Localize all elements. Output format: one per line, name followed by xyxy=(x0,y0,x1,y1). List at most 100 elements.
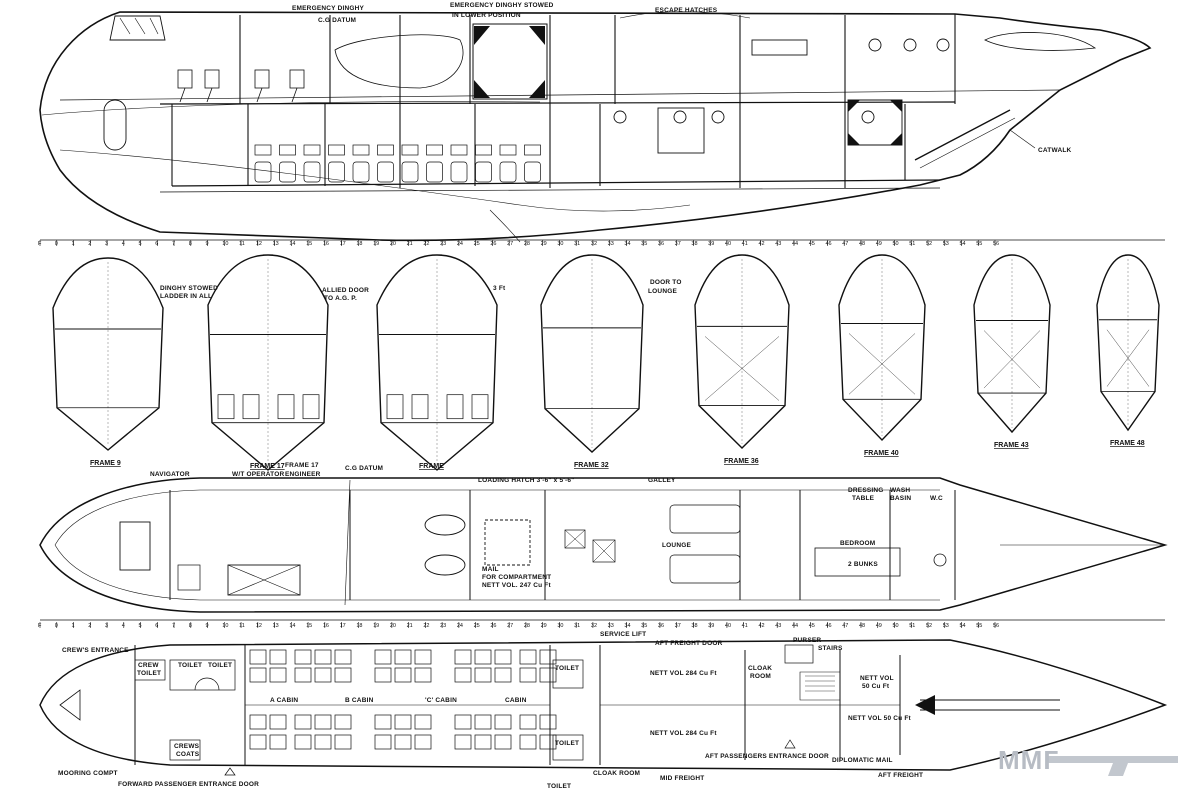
ruler-tick-label: 4 xyxy=(122,623,125,629)
passenger-seat xyxy=(334,714,352,730)
ruler-tick-label: 12 xyxy=(256,623,262,629)
frame-section-outline xyxy=(540,254,644,453)
label-aft-freight: AFT FREIGHT xyxy=(878,772,923,779)
passenger-seat xyxy=(394,714,412,730)
ruler-tick-label: 14 xyxy=(289,623,295,629)
ruler-tick-label: 42 xyxy=(758,623,764,629)
frame-section-outline xyxy=(52,257,164,451)
ruler-tick-label: 50 xyxy=(892,241,898,247)
passenger-seat xyxy=(539,714,557,730)
frame-caption: FRAME 32 xyxy=(574,462,609,469)
ruler-tick-label: 18 xyxy=(356,623,362,629)
frame-caption: FRAME xyxy=(419,463,444,470)
passenger-seat xyxy=(314,667,332,683)
ruler-tick-label: 29 xyxy=(541,623,547,629)
ruler-tick-label: 40 xyxy=(725,241,731,247)
label-nett-vol-aft: NETT VOL xyxy=(860,675,894,682)
label-allied-door-sub: TO A.G. P. xyxy=(324,295,357,302)
label-seat-note: 3 Ft xyxy=(493,285,506,292)
ruler-tick-label: 52 xyxy=(926,241,932,247)
ruler-tick-label: 39 xyxy=(708,241,714,247)
frame-seat xyxy=(446,394,464,420)
label-crew-coats-sub: COATS xyxy=(176,751,200,758)
ruler-tick-label: 49 xyxy=(876,623,882,629)
ruler-tick-label: 37 xyxy=(675,623,681,629)
ruler-tick-label: 36 xyxy=(658,241,664,247)
passenger-seat xyxy=(474,714,492,730)
frame-section-outline xyxy=(376,254,498,471)
ruler-tick-label: 3 xyxy=(105,241,108,247)
ruler-tick-label: 30 xyxy=(557,623,563,629)
cabin-window xyxy=(426,144,443,156)
ruler-tick-label: 11 xyxy=(239,623,245,629)
ruler-tick-label: 13 xyxy=(273,623,279,629)
label-toilet-2: TOILET xyxy=(208,662,232,669)
label-wc: W.C xyxy=(930,495,943,502)
cabin-seat xyxy=(254,161,272,183)
ruler-tick-label: 31 xyxy=(574,623,580,629)
passenger-seat xyxy=(454,714,472,730)
passenger-seat xyxy=(249,649,267,665)
passenger-seat xyxy=(334,667,352,683)
ruler-tick-label: 41 xyxy=(742,623,748,629)
ruler-tick-label: 33 xyxy=(608,241,614,247)
ruler-tick-label: 33 xyxy=(608,623,614,629)
passenger-seat xyxy=(454,649,472,665)
label-nett-vol-bottom: NETT VOL 284 Cu Ft xyxy=(650,730,717,737)
passenger-seat xyxy=(454,734,472,750)
cabin-seat xyxy=(450,161,468,183)
ruler-tick-label: 27 xyxy=(507,623,513,629)
cabin-seat xyxy=(401,161,419,183)
frame-seat xyxy=(411,394,429,420)
ruler-tick-label: 47 xyxy=(842,241,848,247)
watermark: ММГ xyxy=(978,731,1188,791)
label-aft-pass-door: AFT PASSENGERS ENTRANCE DOOR xyxy=(705,753,829,760)
label-toilet-1: TOILET xyxy=(178,662,202,669)
passenger-seat xyxy=(474,734,492,750)
label-cloak-room-bottom: CLOAK ROOM xyxy=(593,770,640,777)
label-dressing-table-sub: TABLE xyxy=(852,495,875,502)
cabin-seat xyxy=(524,161,541,183)
ruler-tick-label: 32 xyxy=(591,623,597,629)
ruler-tick-label: 25 xyxy=(474,241,480,247)
ruler-tick-label: 10 xyxy=(222,241,228,247)
label-toilet-bottom: TOILET xyxy=(547,783,571,790)
ruler-tick-label: 36 xyxy=(658,623,664,629)
passenger-seat xyxy=(474,667,492,683)
ruler-tick-label: 9 xyxy=(206,623,209,629)
cabin-window xyxy=(450,144,468,156)
frame-cross-brace xyxy=(1106,329,1150,387)
label-wash-basin: WASH xyxy=(890,487,910,494)
ruler-tick-label: 56 xyxy=(993,241,999,247)
cabin-window xyxy=(279,144,296,156)
label-toilet-3: TOILET xyxy=(555,665,579,672)
ruler-tick-label: 5 xyxy=(139,623,142,629)
frame-seat xyxy=(277,394,295,420)
passenger-seat xyxy=(294,734,312,750)
ruler-tick-label: 3 xyxy=(105,623,108,629)
passenger-seat xyxy=(519,734,537,750)
ruler-tick-label: 16 xyxy=(323,241,329,247)
ruler-tick-label: 34 xyxy=(624,623,630,629)
passenger-seat xyxy=(269,714,287,730)
ruler-tick-label: 20 xyxy=(390,623,396,629)
frame-section-outline xyxy=(838,254,926,442)
ruler-tick-label: 7 xyxy=(172,241,175,247)
label-stairs: STAIRS xyxy=(818,645,843,652)
ruler-tick-label: 34 xyxy=(624,241,630,247)
ruler-tick-label: 46 xyxy=(825,623,831,629)
ruler-tick-label: 1 xyxy=(72,623,75,629)
passenger-seat xyxy=(374,734,392,750)
label-mail-sub: FOR COMPARTMENT xyxy=(482,574,551,581)
frame-cross-brace xyxy=(704,336,780,401)
passenger-seat xyxy=(394,649,412,665)
ruler-tick-label: 2 xyxy=(88,241,91,247)
ruler-tick-label: 26 xyxy=(490,241,496,247)
ruler-tick-label: F xyxy=(38,241,42,247)
passenger-seat xyxy=(334,649,352,665)
ruler-tick-label: 8 xyxy=(189,241,192,247)
frame-cross-brace xyxy=(848,333,916,395)
passenger-seat xyxy=(519,714,537,730)
ruler-tick-label: 24 xyxy=(457,241,463,247)
